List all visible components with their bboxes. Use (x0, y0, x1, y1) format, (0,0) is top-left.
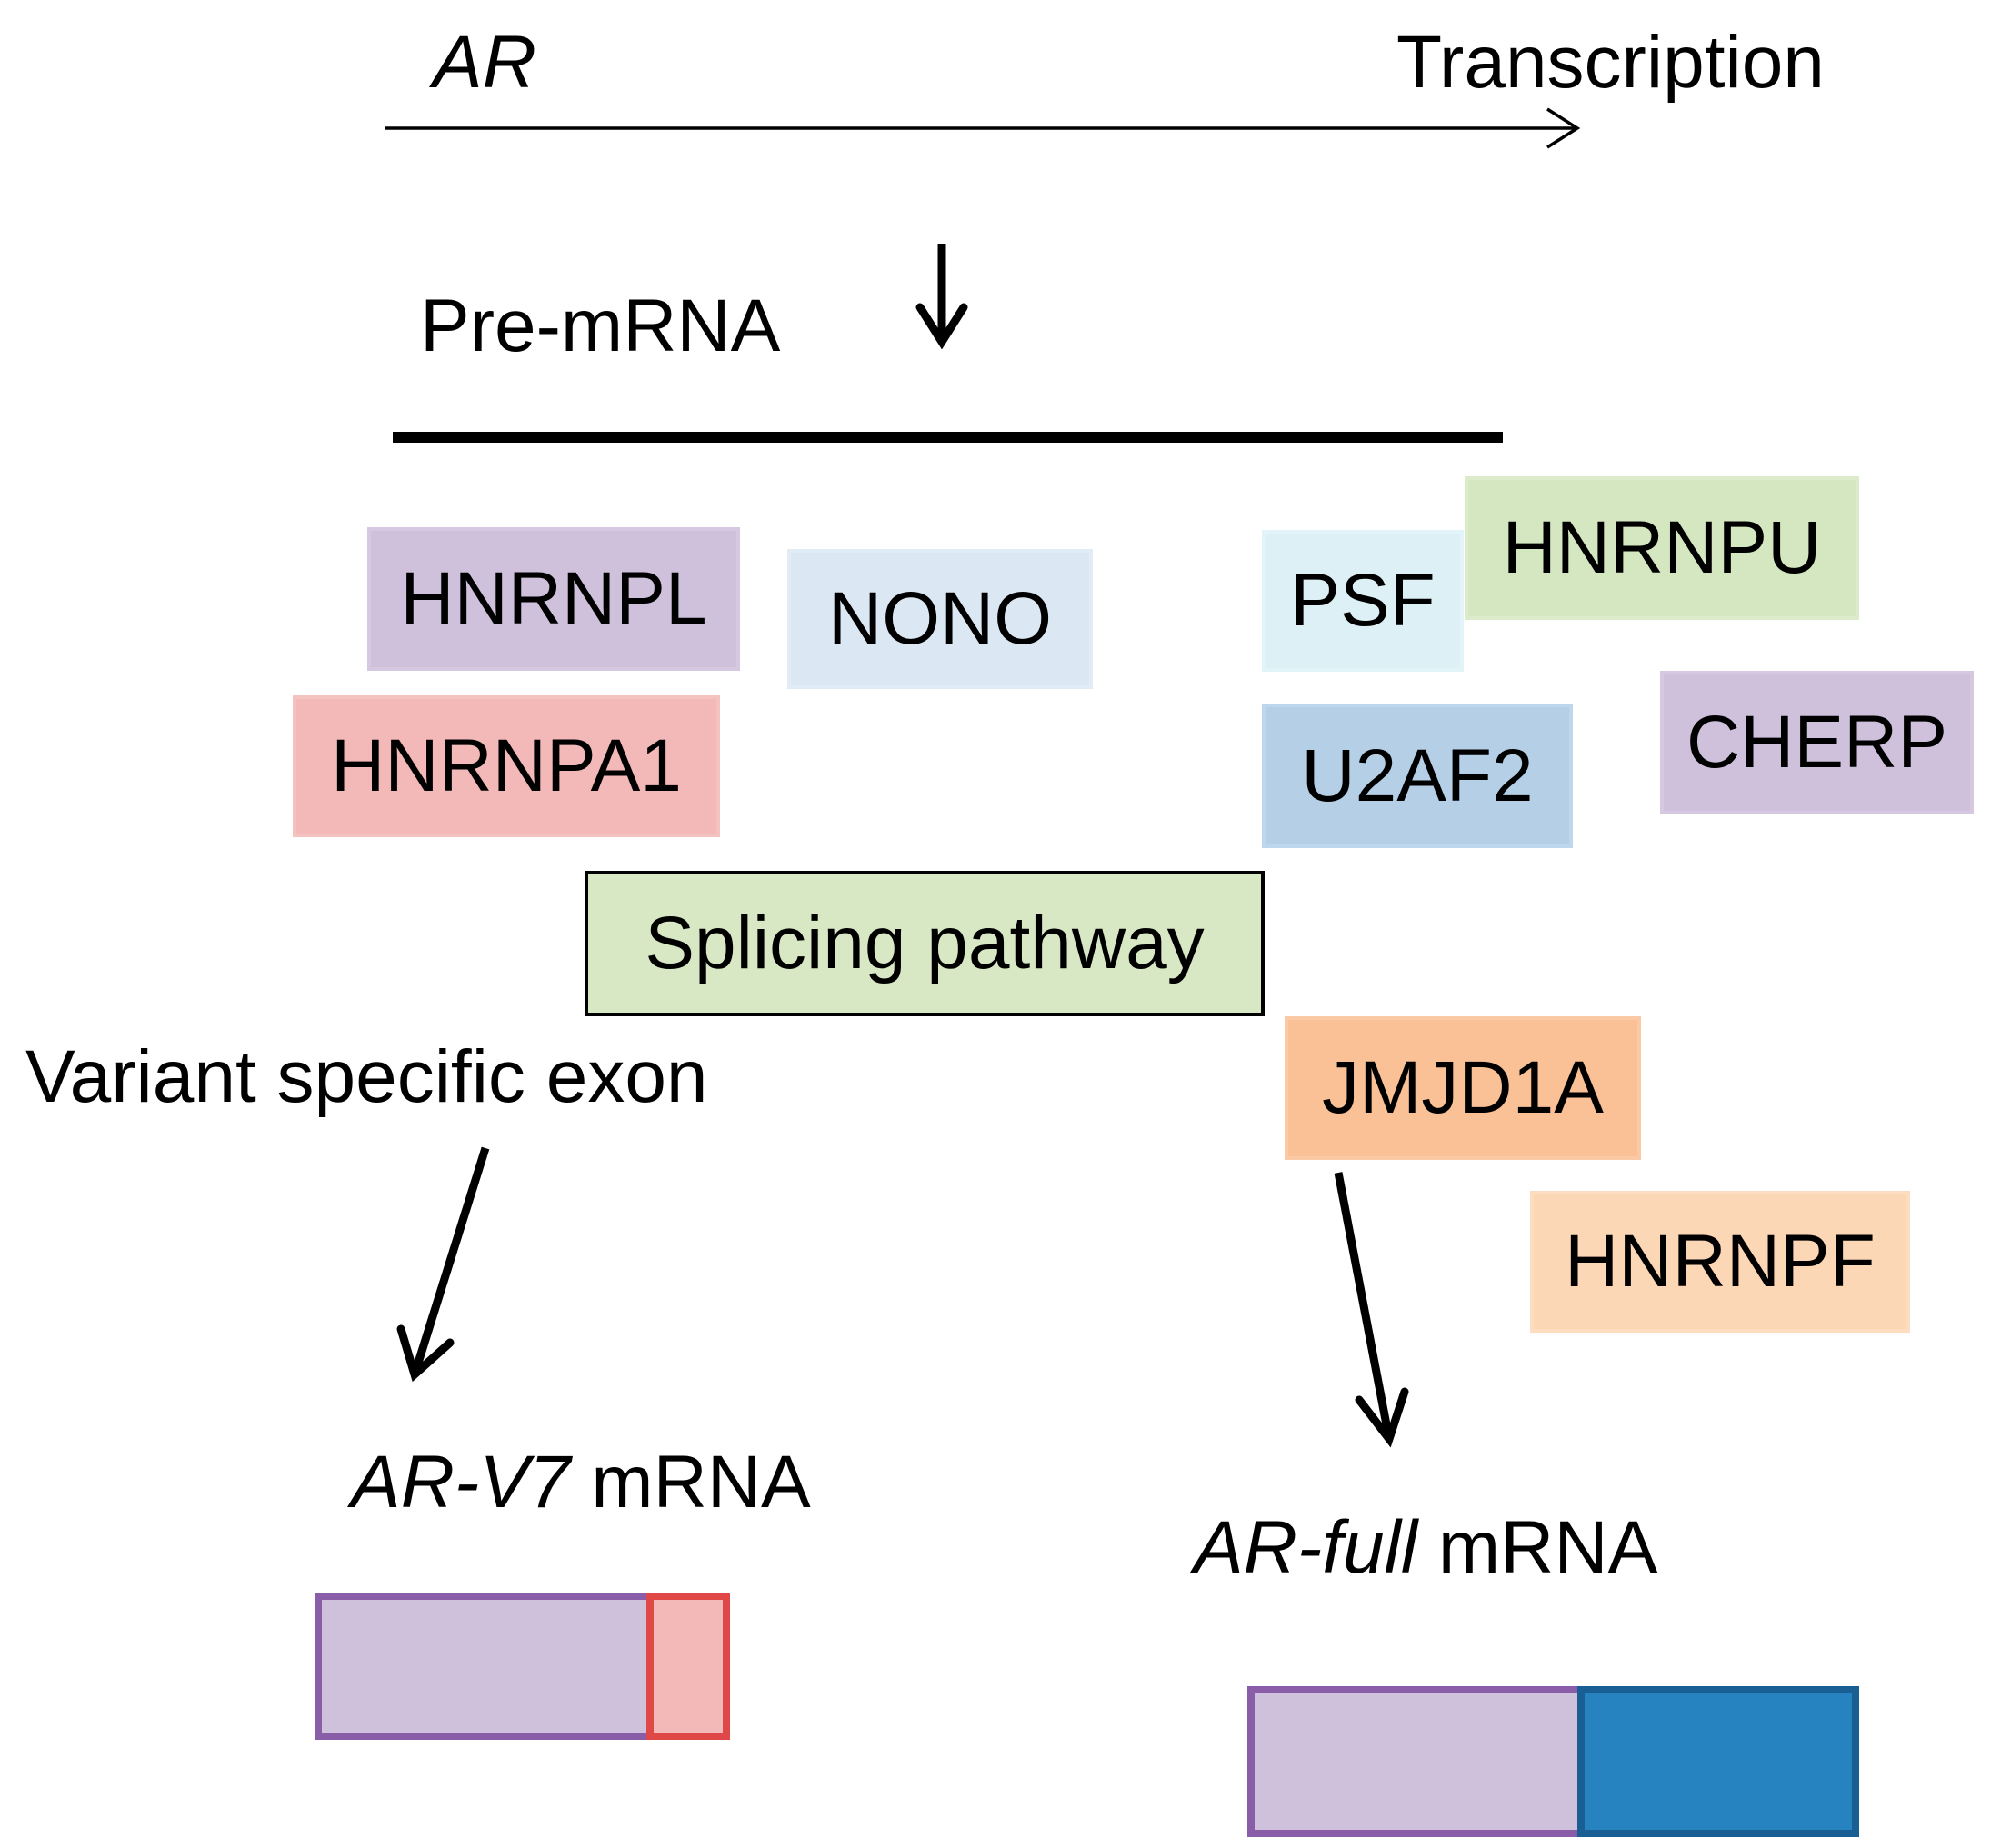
factor-nono: NONO (787, 549, 1093, 689)
pre-mrna-label: Pre-mRNA (420, 285, 781, 367)
arfull-mrna-label: AR-full mRNA (1194, 1511, 1657, 1585)
gene-label: AR (433, 21, 536, 104)
factor-hnrnpu: HNRNPU (1465, 476, 1859, 620)
splicing-pathway-box: Splicing pathway (585, 871, 1265, 1016)
factor-hnrnpf: HNRNPF (1530, 1191, 1910, 1333)
factor-hnrnpa1: HNRNPA1 (293, 695, 720, 837)
factor-cherp: CHERP (1660, 671, 1974, 814)
arv7-name: AR-V7 (351, 1441, 571, 1523)
arrow-to-arv7 (396, 1146, 490, 1383)
factor-hnrnpl: HNRNPL (367, 527, 740, 671)
arv7-mrna-label: AR-V7 mRNA (351, 1445, 811, 1520)
arfull-common-exon (1247, 1686, 1585, 1837)
factor-jmjd1a: JMJD1A (1285, 1016, 1641, 1160)
arfull-full-exon (1577, 1686, 1859, 1837)
arfull-name: AR-full (1194, 1506, 1418, 1589)
transcription-arrow (385, 107, 1581, 149)
factor-psf: PSF (1262, 530, 1464, 672)
arv7-common-exon (315, 1593, 654, 1740)
arfull-suffix: mRNA (1417, 1506, 1658, 1589)
down-arrow-icon (915, 244, 968, 350)
arrow-to-arfull (1334, 1172, 1409, 1448)
arv7-suffix: mRNA (570, 1441, 811, 1523)
factor-u2af2: U2AF2 (1262, 704, 1573, 848)
variant-exon-label: Variant specific exon (25, 1035, 708, 1118)
transcription-label: Transcription (1396, 21, 1825, 104)
arv7-variant-exon (646, 1593, 730, 1740)
